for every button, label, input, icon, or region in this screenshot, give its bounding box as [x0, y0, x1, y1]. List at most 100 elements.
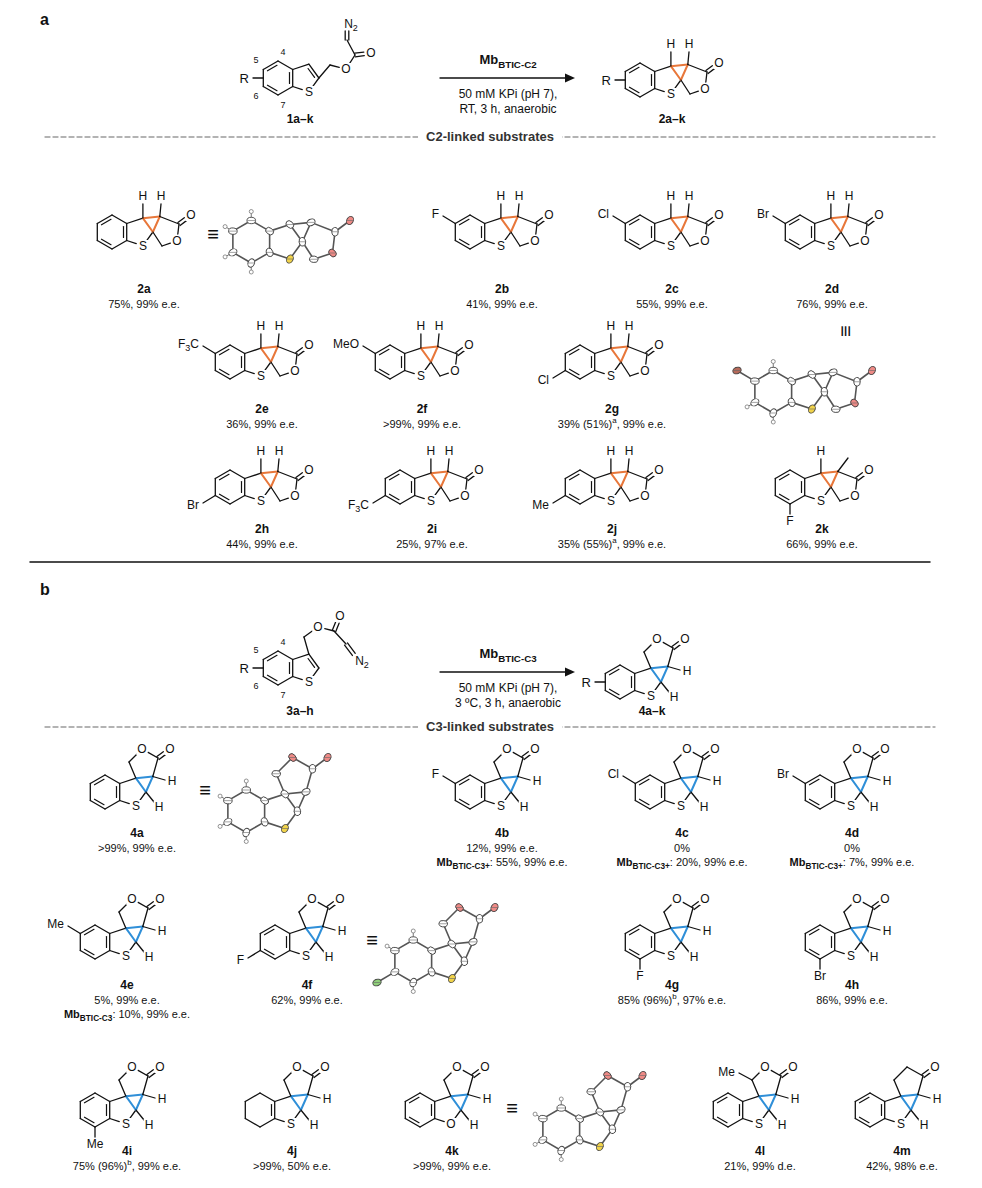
bond-line — [90, 801, 105, 810]
bond-line — [293, 654, 309, 659]
yield-text: 85% (96%)b, 97% e.e. — [618, 994, 726, 1007]
diazo-label: N — [355, 654, 364, 668]
atom-label: O — [171, 235, 182, 247]
bond-line — [304, 637, 309, 654]
bond-line — [874, 755, 880, 760]
atom-label: H — [670, 690, 679, 704]
bond-line — [868, 758, 873, 777]
bond-line — [306, 927, 323, 929]
yield-text: 21%, 99% d.e. — [724, 1160, 796, 1172]
bond-line — [105, 801, 120, 810]
double-bond-line — [591, 482, 592, 493]
bond-line — [404, 354, 405, 371]
bond-line — [263, 677, 278, 686]
yield-text: a — [612, 416, 616, 425]
atom-label: H — [157, 925, 168, 937]
atom-label: O — [681, 743, 692, 755]
bond-line — [147, 902, 153, 907]
double-bond-line — [481, 227, 482, 238]
bond-line — [468, 476, 474, 481]
ortep-atom — [223, 817, 234, 827]
bond-line — [640, 951, 655, 960]
ortep-axis — [851, 403, 858, 404]
atom-label: O — [154, 893, 165, 905]
atom-label: O — [787, 1061, 798, 1073]
double-bond-line — [569, 369, 579, 374]
yield-text: BTIC-C3+ — [632, 862, 669, 871]
bond-line — [253, 667, 263, 668]
double-bond-line — [267, 85, 277, 90]
atom-label: O — [304, 463, 313, 477]
ortep-atom — [242, 827, 251, 837]
bond-line — [670, 52, 671, 66]
ortep-axis — [289, 757, 296, 758]
arrowhead — [565, 668, 575, 677]
atom-label: H — [144, 951, 155, 963]
bond-line — [350, 55, 355, 63]
ortep-atom — [853, 377, 860, 386]
bond-line — [275, 951, 290, 960]
bond-line — [690, 91, 698, 94]
atom-label: O — [341, 62, 350, 76]
bond-line — [621, 472, 628, 488]
compound-number: 2k — [815, 523, 828, 537]
atom-label: O — [366, 46, 375, 60]
bond-line — [415, 496, 425, 499]
atom-label: S — [131, 800, 141, 812]
bond-line — [665, 778, 681, 783]
bond-line — [253, 77, 263, 78]
bond-line — [663, 642, 673, 648]
substituent-label: Br — [186, 499, 200, 511]
bond-line — [688, 204, 689, 217]
yield-text: 21%, 99% d.e. — [724, 1160, 796, 1173]
ortep-axis — [229, 252, 236, 253]
bond-line — [681, 232, 690, 246]
substituent-label: Br — [756, 208, 770, 220]
substituent-label: MeO — [332, 338, 360, 350]
atom-label: H — [667, 37, 676, 51]
ortep-atom — [331, 227, 338, 236]
atom-label: H — [145, 1118, 154, 1132]
compound-number: 2d — [825, 283, 839, 297]
bond-line — [848, 217, 867, 225]
bond-line — [800, 215, 815, 224]
bond-line — [278, 334, 279, 347]
bond-line — [671, 65, 688, 67]
ortep-atom — [309, 764, 316, 773]
bond-line — [149, 905, 155, 910]
atom-label: S — [676, 800, 686, 812]
double-bond-line — [629, 929, 639, 934]
bond-line — [431, 473, 441, 487]
ortep-atom — [223, 797, 232, 804]
bond-line — [119, 1072, 127, 1080]
bond-line — [775, 470, 790, 479]
bond-line — [126, 224, 127, 241]
bond-line — [605, 691, 620, 700]
bond-line — [290, 951, 300, 954]
yield-text: 41%, 99% e.e. — [466, 298, 538, 311]
yield-text: 5%, 99% e.e. — [94, 994, 159, 1007]
double-bond-line — [219, 369, 229, 374]
bond-line — [805, 473, 821, 478]
position-number: 6 — [253, 91, 258, 101]
atom-label: S — [417, 369, 425, 383]
substituent-label: MeO — [333, 337, 359, 351]
atom-label: O — [449, 365, 460, 377]
bond-line — [706, 66, 712, 71]
compound-number: 4g — [665, 978, 679, 992]
bond-line — [518, 777, 530, 781]
bond-line — [654, 934, 655, 951]
bond-line — [646, 479, 647, 489]
atom-label: H — [435, 319, 444, 333]
compound-number: 3a–h — [286, 704, 313, 718]
bond-line — [644, 652, 651, 668]
compound-number: 4f — [302, 978, 313, 992]
double-bond-line — [739, 1105, 740, 1116]
bond-line — [138, 1070, 148, 1076]
section-heading: C2-linked substrates — [418, 130, 562, 145]
bond-line — [466, 479, 467, 489]
atom-label: H — [469, 1119, 480, 1131]
atom-label: H — [682, 665, 693, 677]
atom-label: H — [515, 189, 524, 203]
atom-label: O — [365, 47, 376, 59]
